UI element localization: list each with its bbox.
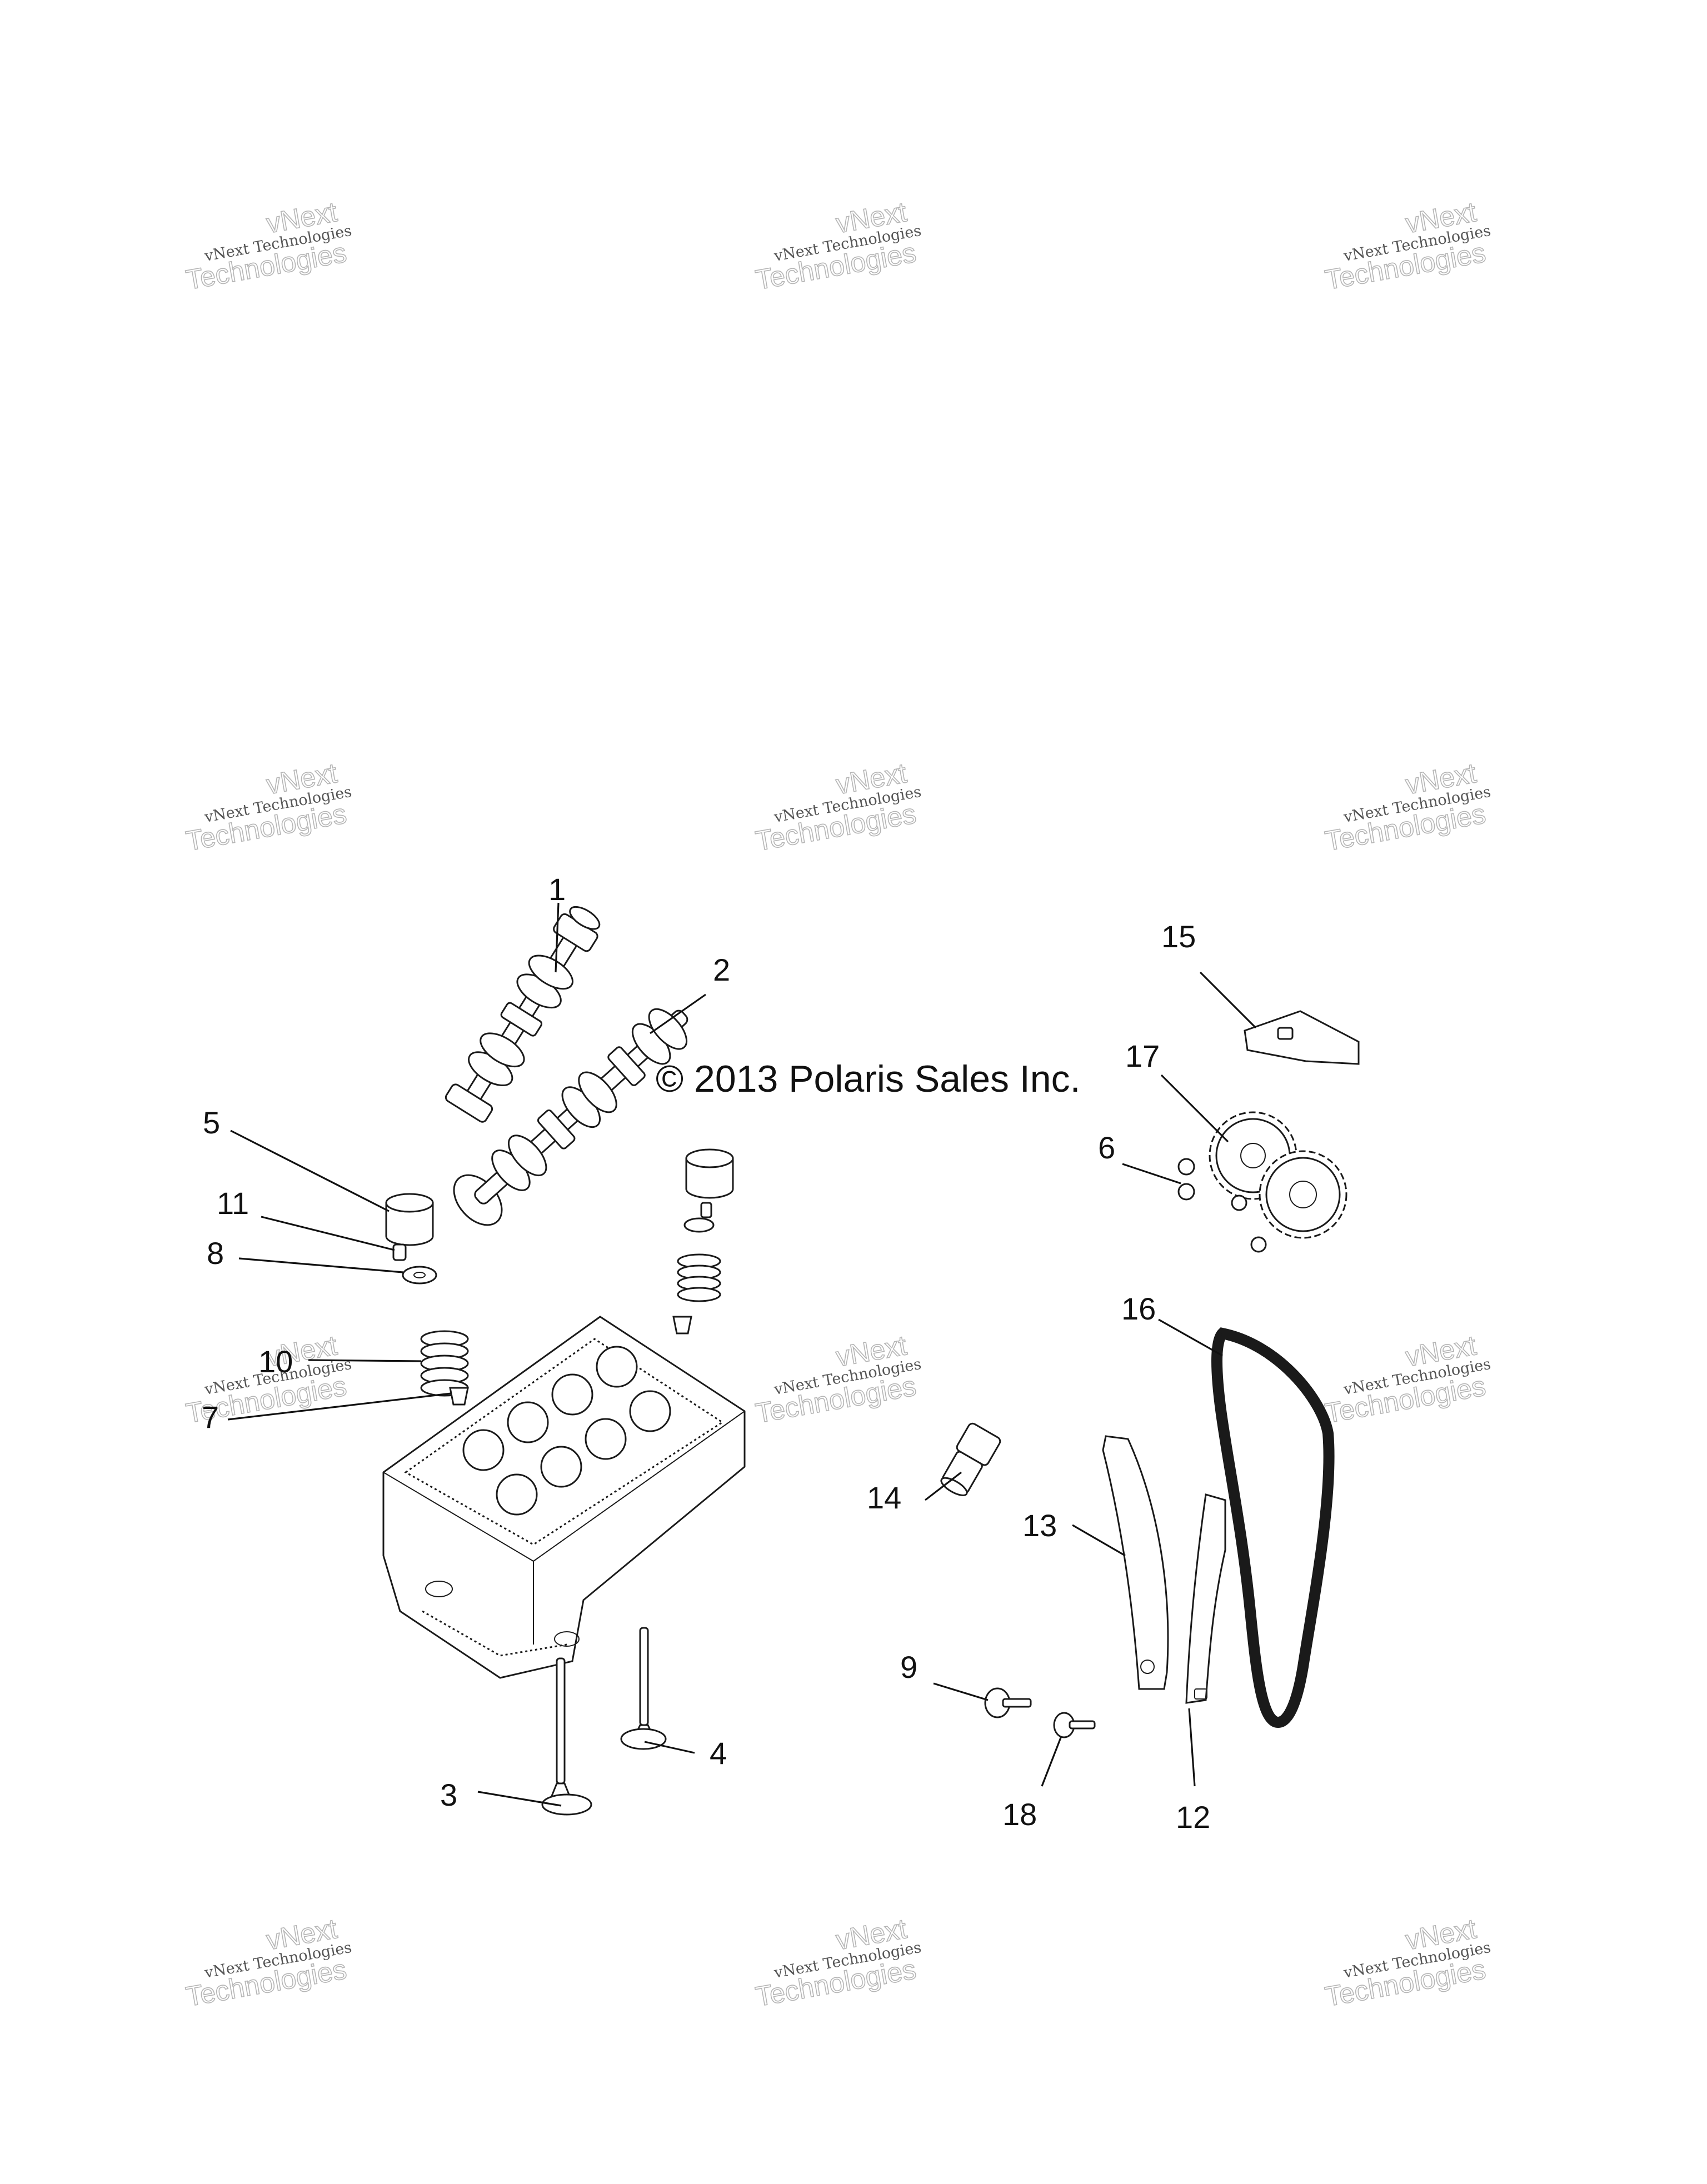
leader-9 bbox=[933, 1682, 989, 1701]
chain-tensioner-14 bbox=[940, 1422, 1001, 1496]
callout-16: 16 bbox=[1121, 1291, 1156, 1326]
leader-11 bbox=[261, 1216, 395, 1251]
callout-2: 2 bbox=[713, 952, 730, 987]
callout-14: 14 bbox=[867, 1480, 901, 1515]
pivot-bolt-9 bbox=[984, 1687, 1032, 1718]
leader-5 bbox=[230, 1130, 390, 1212]
watermark: vNext vNext Technologies Technologies bbox=[1322, 1912, 1493, 2013]
leader-3 bbox=[477, 1791, 562, 1807]
valve-train-stack bbox=[672, 1148, 734, 1335]
callout-5: 5 bbox=[203, 1105, 220, 1140]
callout-10: 10 bbox=[258, 1344, 293, 1379]
leader-14 bbox=[925, 1471, 962, 1501]
callout-7: 7 bbox=[202, 1400, 219, 1435]
callout-17: 17 bbox=[1125, 1038, 1160, 1073]
leader-6 bbox=[1122, 1163, 1181, 1185]
watermark: vNext vNext Technologies Technologies bbox=[1322, 1329, 1493, 1430]
leader-10 bbox=[308, 1359, 422, 1362]
cam-sprocket-secondary bbox=[1259, 1150, 1347, 1239]
leader-18 bbox=[1041, 1736, 1062, 1787]
copyright-notice: © 2013 Polaris Sales Inc. bbox=[656, 1058, 1081, 1100]
watermark: vNext vNext Technologies Technologies bbox=[753, 757, 923, 857]
leader-1 bbox=[555, 902, 560, 973]
watermark: vNext vNext Technologies Technologies bbox=[1322, 196, 1493, 296]
tappet-5 bbox=[385, 1193, 434, 1246]
watermark: vNext vNext Technologies Technologies bbox=[753, 1912, 923, 2013]
leader-7 bbox=[227, 1392, 452, 1421]
camshaft-1 bbox=[445, 906, 601, 1123]
camshaft-2 bbox=[453, 1008, 688, 1226]
callout-4: 4 bbox=[710, 1736, 727, 1771]
valve-3 bbox=[541, 1657, 592, 1816]
leader-17 bbox=[1160, 1074, 1229, 1143]
valve-4 bbox=[620, 1627, 667, 1750]
watermark: vNext vNext Technologies Technologies bbox=[753, 196, 923, 296]
leader-12 bbox=[1188, 1708, 1196, 1787]
watermark: vNext vNext Technologies Technologies bbox=[183, 757, 353, 857]
callout-9: 9 bbox=[900, 1650, 917, 1685]
watermark: vNext vNext Technologies Technologies bbox=[183, 196, 353, 296]
valve-keeper-11 bbox=[392, 1243, 407, 1261]
callout-3: 3 bbox=[440, 1777, 457, 1812]
leader-2 bbox=[650, 993, 706, 1034]
leader-15 bbox=[1199, 971, 1257, 1029]
callout-8: 8 bbox=[207, 1236, 224, 1271]
leader-13 bbox=[1072, 1524, 1126, 1557]
valve-spring-10 bbox=[420, 1330, 469, 1397]
leader-16 bbox=[1158, 1318, 1223, 1357]
callout-11: 11 bbox=[217, 1186, 249, 1221]
callout-15: 15 bbox=[1161, 919, 1196, 954]
leader-8 bbox=[238, 1257, 403, 1273]
callout-13: 13 bbox=[1022, 1508, 1057, 1543]
timing-chain-16 bbox=[1211, 1327, 1335, 1728]
guide-bolt-18 bbox=[1053, 1712, 1096, 1738]
sprocket-bolt-6 bbox=[1177, 1158, 1267, 1253]
chain-guide-12 bbox=[1185, 1493, 1226, 1704]
callout-6: 6 bbox=[1098, 1130, 1115, 1165]
callout-18: 18 bbox=[1002, 1797, 1037, 1832]
spring-retainer-8 bbox=[402, 1266, 437, 1285]
watermark: vNext vNext Technologies Technologies bbox=[1322, 757, 1493, 857]
tensioner-guide-13 bbox=[1102, 1435, 1169, 1690]
chain-guide-plate-15 bbox=[1244, 1010, 1360, 1065]
watermark-grid: vNext vNext Technologies Technologies vN… bbox=[183, 196, 1493, 2013]
valve-seal-7 bbox=[449, 1387, 469, 1406]
watermark: vNext vNext Technologies Technologies bbox=[183, 1912, 353, 2013]
watermark: vNext vNext Technologies Technologies bbox=[753, 1329, 923, 1430]
callout-1: 1 bbox=[548, 872, 566, 907]
leader-4 bbox=[644, 1741, 695, 1754]
cylinder-head bbox=[382, 1316, 746, 1679]
callout-12: 12 bbox=[1176, 1800, 1210, 1835]
